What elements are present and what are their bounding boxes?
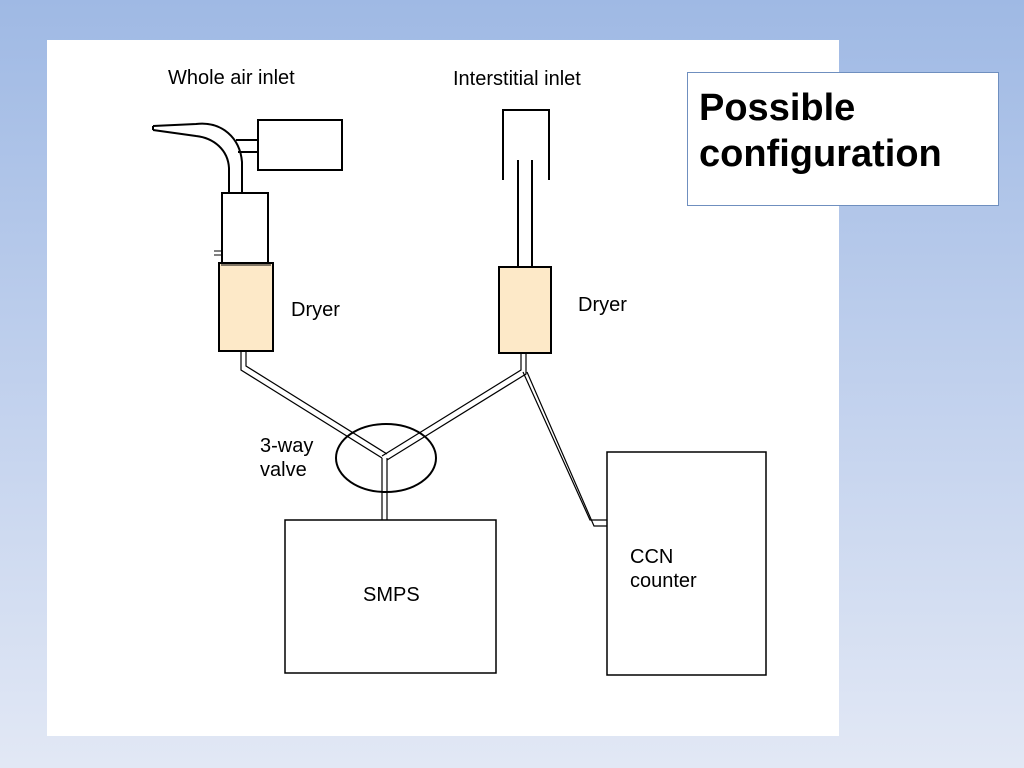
valve-label: 3-way valve <box>260 434 313 482</box>
dryer-right <box>498 266 552 354</box>
valve-label-line2: valve <box>260 459 307 481</box>
title-line1: Possible <box>699 87 856 129</box>
whole-air-inlet-nozzle <box>152 122 243 193</box>
smps-box <box>284 519 497 674</box>
whole-air-inlet-box <box>257 119 343 171</box>
dryer-left <box>218 262 274 352</box>
three-way-valve <box>335 423 437 493</box>
whole-air-inlet-tick <box>214 250 222 256</box>
title-line2: configuration <box>699 133 942 175</box>
ccn-counter-box <box>606 451 767 676</box>
tubing <box>240 351 607 527</box>
dryer-left-label: Dryer <box>291 299 340 321</box>
title-box: Possible configuration <box>687 72 999 206</box>
ccn-counter-label: CCN counter <box>630 545 697 593</box>
whole-air-inlet-connector <box>236 139 258 153</box>
interstitial-inlet <box>502 109 550 267</box>
valve-label-line1: 3-way <box>260 435 314 457</box>
dryer-right-label: Dryer <box>578 294 627 316</box>
ccn-label-line2: counter <box>630 570 697 592</box>
smps-label: SMPS <box>363 584 420 606</box>
whole-air-inlet-body <box>221 192 269 264</box>
whole-air-inlet-label: Whole air inlet <box>168 67 295 89</box>
ccn-label-line1: CCN <box>630 546 674 568</box>
interstitial-inlet-label: Interstitial inlet <box>453 68 581 90</box>
